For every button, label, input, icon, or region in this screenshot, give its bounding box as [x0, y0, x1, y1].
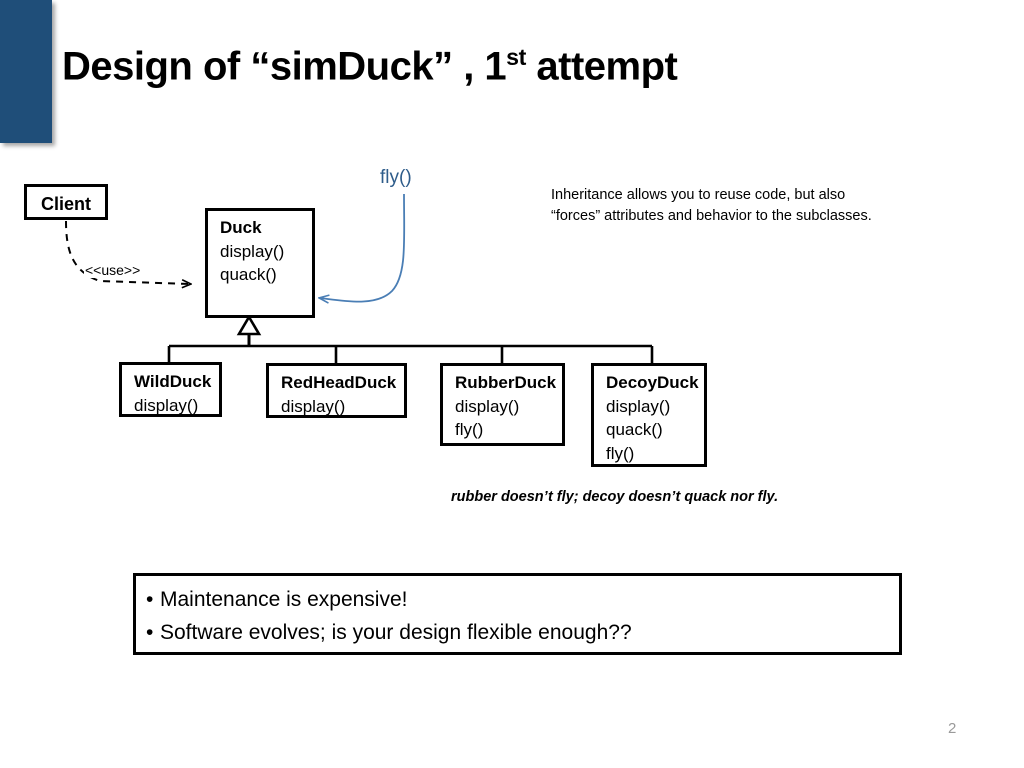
- bullet-marker-icon: •: [146, 620, 154, 644]
- class-operation: fly(): [606, 443, 635, 463]
- page-title: Design of “simDuck” , 1st attempt: [62, 44, 678, 89]
- bullet-text: Software evolves; is your design flexibl…: [160, 620, 632, 644]
- class-operation: quack(): [606, 420, 663, 440]
- title-accent-bar: [0, 0, 52, 143]
- class-operation: display(): [134, 395, 199, 415]
- class-operation: display(): [455, 396, 520, 416]
- fly-annotation-label: fly(): [380, 167, 412, 188]
- class-name-decoyduck: DecoyDuck: [606, 373, 699, 392]
- bullet-marker-icon: •: [146, 588, 154, 611]
- inheritance-note: Inheritance allows you to reuse code, bu…: [551, 185, 911, 227]
- class-name-rubberduck: RubberDuck: [455, 373, 557, 392]
- uml-class-duck[interactable]: Duck display() quack(): [205, 208, 315, 318]
- uml-class-wildduck[interactable]: WildDuck display(): [119, 362, 222, 417]
- class-name-duck: Duck: [220, 218, 262, 237]
- bullet-list-item: • Maintenance is expensive!: [146, 584, 899, 617]
- uml-class-client[interactable]: Client: [24, 184, 108, 220]
- class-operation: display(): [606, 396, 671, 416]
- fly-annotation-arrow: [320, 193, 406, 302]
- page-title-ordinal-suffix: st: [506, 44, 526, 70]
- uml-class-rubberduck[interactable]: RubberDuck display() fly(): [440, 363, 565, 446]
- use-stereotype-label: <<use>>: [84, 262, 142, 278]
- bullet-text: Maintenance is expensive!: [160, 588, 408, 611]
- class-operation: display(): [281, 396, 346, 416]
- page-title-prefix: Design of “simDuck” , 1: [62, 44, 507, 89]
- uml-class-decoyduck[interactable]: DecoyDuck display() quack() fly(): [591, 363, 707, 467]
- class-operation: fly(): [455, 420, 484, 440]
- uml-class-redheadduck[interactable]: RedHeadDuck display(): [266, 363, 407, 418]
- inheritance-connector: [167, 314, 654, 363]
- diagram-caption: rubber doesn’t fly; decoy doesn’t quack …: [451, 489, 779, 505]
- takeaway-bullet-box: •Maintenance is expensive! •Software evo…: [133, 573, 902, 655]
- class-operation: quack(): [220, 265, 277, 285]
- class-name-client: Client: [40, 194, 91, 214]
- inheritance-note-line-2: “forces” attributes and behavior to the …: [551, 208, 872, 225]
- inheritance-note-line-1: Inheritance allows you to reuse code, bu…: [551, 187, 846, 203]
- class-name-wildduck: WildDuck: [134, 372, 212, 391]
- bullet-list-item: •Software evolves; is your design flexib…: [146, 617, 899, 650]
- class-operation: display(): [220, 241, 285, 261]
- page-title-suffix: attempt: [525, 44, 678, 89]
- class-name-redheadduck: RedHeadDuck: [281, 373, 397, 392]
- page-number: 2: [948, 720, 957, 737]
